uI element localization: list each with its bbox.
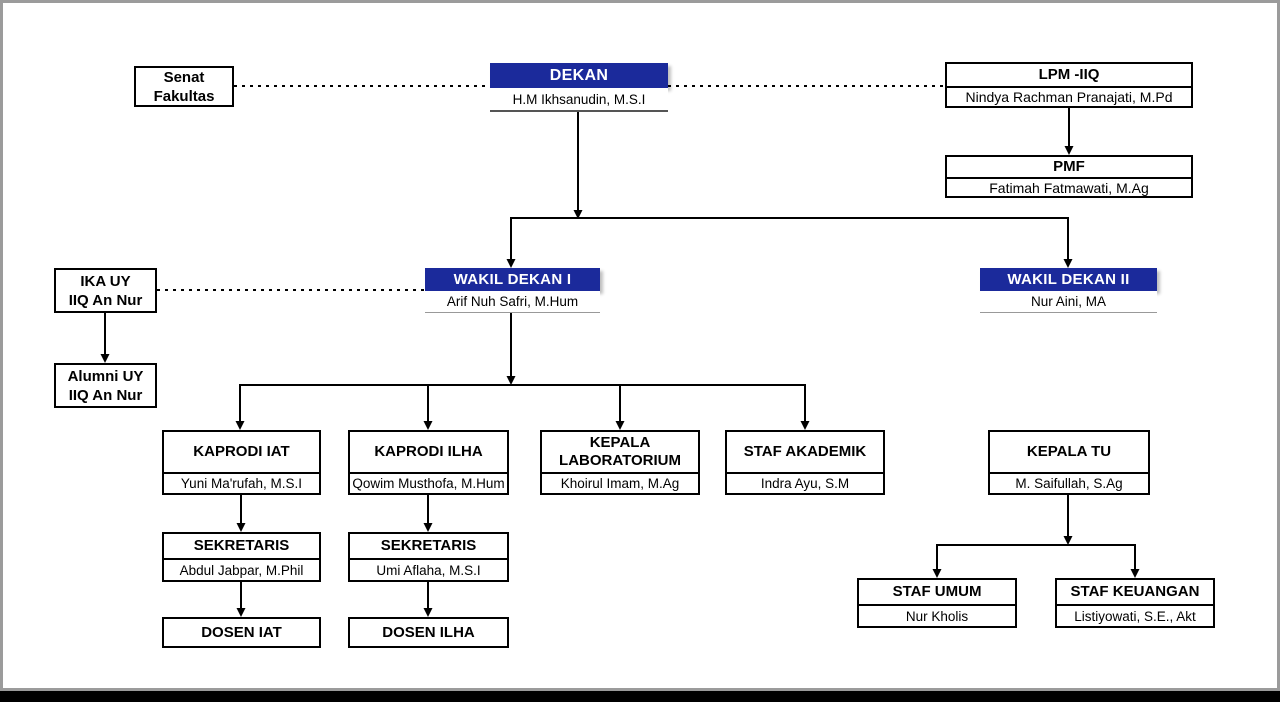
- node-kaprodi-ilha: KAPRODI ILHA Qowim Musthofa, M.Hum: [348, 430, 509, 495]
- node-sekretaris-ilha: SEKRETARIS Umi Aflaha, M.S.I: [348, 532, 509, 582]
- node-title: DEKAN: [490, 63, 668, 88]
- node-title: STAF UMUM: [859, 580, 1015, 606]
- node-dekan: DEKAN H.M Ikhsanudin, M.S.I: [490, 63, 668, 112]
- node-title-line2: IIQ An Nur: [68, 291, 143, 309]
- node-staf-umum: STAF UMUM Nur Kholis: [857, 578, 1017, 628]
- node-dosen-ilha: DOSEN ILHA: [348, 617, 509, 648]
- node-kepala-tu: KEPALA TU M. Saifullah, S.Ag: [988, 430, 1150, 495]
- node-pmf: PMF Fatimah Fatmawati, M.Ag: [945, 155, 1193, 198]
- node-name: Nur Kholis: [905, 608, 969, 624]
- node-name: Yuni Ma'rufah, M.S.I: [180, 476, 303, 491]
- node-title: SEKRETARIS: [350, 534, 507, 560]
- node-staf-keuangan: STAF KEUANGAN Listiyowati, S.E., Akt: [1055, 578, 1215, 628]
- node-title: WAKIL DEKAN II: [980, 268, 1157, 291]
- node-title-line1: KEPALA: [589, 434, 651, 451]
- node-name: H.M Ikhsanudin, M.S.I: [490, 88, 668, 112]
- node-title-line2: Fakultas: [153, 87, 215, 105]
- node-alumni-uy: Alumni UY IIQ An Nur: [54, 363, 157, 408]
- node-senat-fakultas: Senat Fakultas: [134, 66, 234, 107]
- bottom-black-bar: [0, 691, 1280, 702]
- node-dosen-iat: DOSEN IAT: [162, 617, 321, 648]
- node-name: Fatimah Fatmawati, M.Ag: [989, 179, 1149, 196]
- node-title: PMF: [947, 157, 1191, 179]
- node-name: Umi Aflaha, M.S.I: [376, 562, 481, 578]
- node-title: LPM -IIQ: [947, 64, 1191, 88]
- node-name: M. Saifullah, S.Ag: [1015, 476, 1123, 491]
- node-name: Qowim Musthofa, M.Hum: [352, 476, 505, 491]
- node-name: Abdul Jabpar, M.Phil: [179, 562, 304, 578]
- node-title: KAPRODI IAT: [164, 432, 319, 474]
- node-name: Nindya Rachman Pranajati, M.Pd: [965, 89, 1173, 105]
- node-wakil-dekan-1: WAKIL DEKAN I Arif Nuh Safri, M.Hum: [425, 268, 600, 313]
- node-name: Listiyowati, S.E., Akt: [1074, 608, 1196, 624]
- node-sekretaris-iat: SEKRETARIS Abdul Jabpar, M.Phil: [162, 532, 321, 582]
- node-wakil-dekan-2: WAKIL DEKAN II Nur Aini, MA: [980, 268, 1157, 313]
- node-title: WAKIL DEKAN I: [425, 268, 600, 291]
- node-title: KEPALA TU: [990, 432, 1148, 474]
- node-title: STAF AKADEMIK: [727, 432, 883, 474]
- node-ika-uy: IKA UY IIQ An Nur: [54, 268, 157, 313]
- node-kepala-laboratorium: KEPALA LABORATORIUM Khoirul Imam, M.Ag: [540, 430, 700, 495]
- node-name: Nur Aini, MA: [980, 291, 1157, 313]
- node-title: SEKRETARIS: [164, 534, 319, 560]
- node-title-line2: LABORATORIUM: [559, 452, 681, 469]
- node-title: DOSEN IAT: [201, 624, 282, 641]
- node-title-line1: Senat: [163, 68, 205, 86]
- node-name: Khoirul Imam, M.Ag: [560, 476, 680, 491]
- node-title: DOSEN ILHA: [382, 624, 475, 641]
- node-title: KAPRODI ILHA: [350, 432, 507, 474]
- node-title-line2: IIQ An Nur: [68, 386, 143, 404]
- node-name: Arif Nuh Safri, M.Hum: [425, 291, 600, 313]
- node-lpm-iiq: LPM -IIQ Nindya Rachman Pranajati, M.Pd: [945, 62, 1193, 108]
- node-kaprodi-iat: KAPRODI IAT Yuni Ma'rufah, M.S.I: [162, 430, 321, 495]
- node-title-line1: Alumni UY: [67, 367, 144, 385]
- node-staf-akademik: STAF AKADEMIK Indra Ayu, S.M: [725, 430, 885, 495]
- node-name: Indra Ayu, S.M: [760, 476, 850, 491]
- node-title-line1: IKA UY: [80, 272, 131, 290]
- node-title: STAF KEUANGAN: [1057, 580, 1213, 606]
